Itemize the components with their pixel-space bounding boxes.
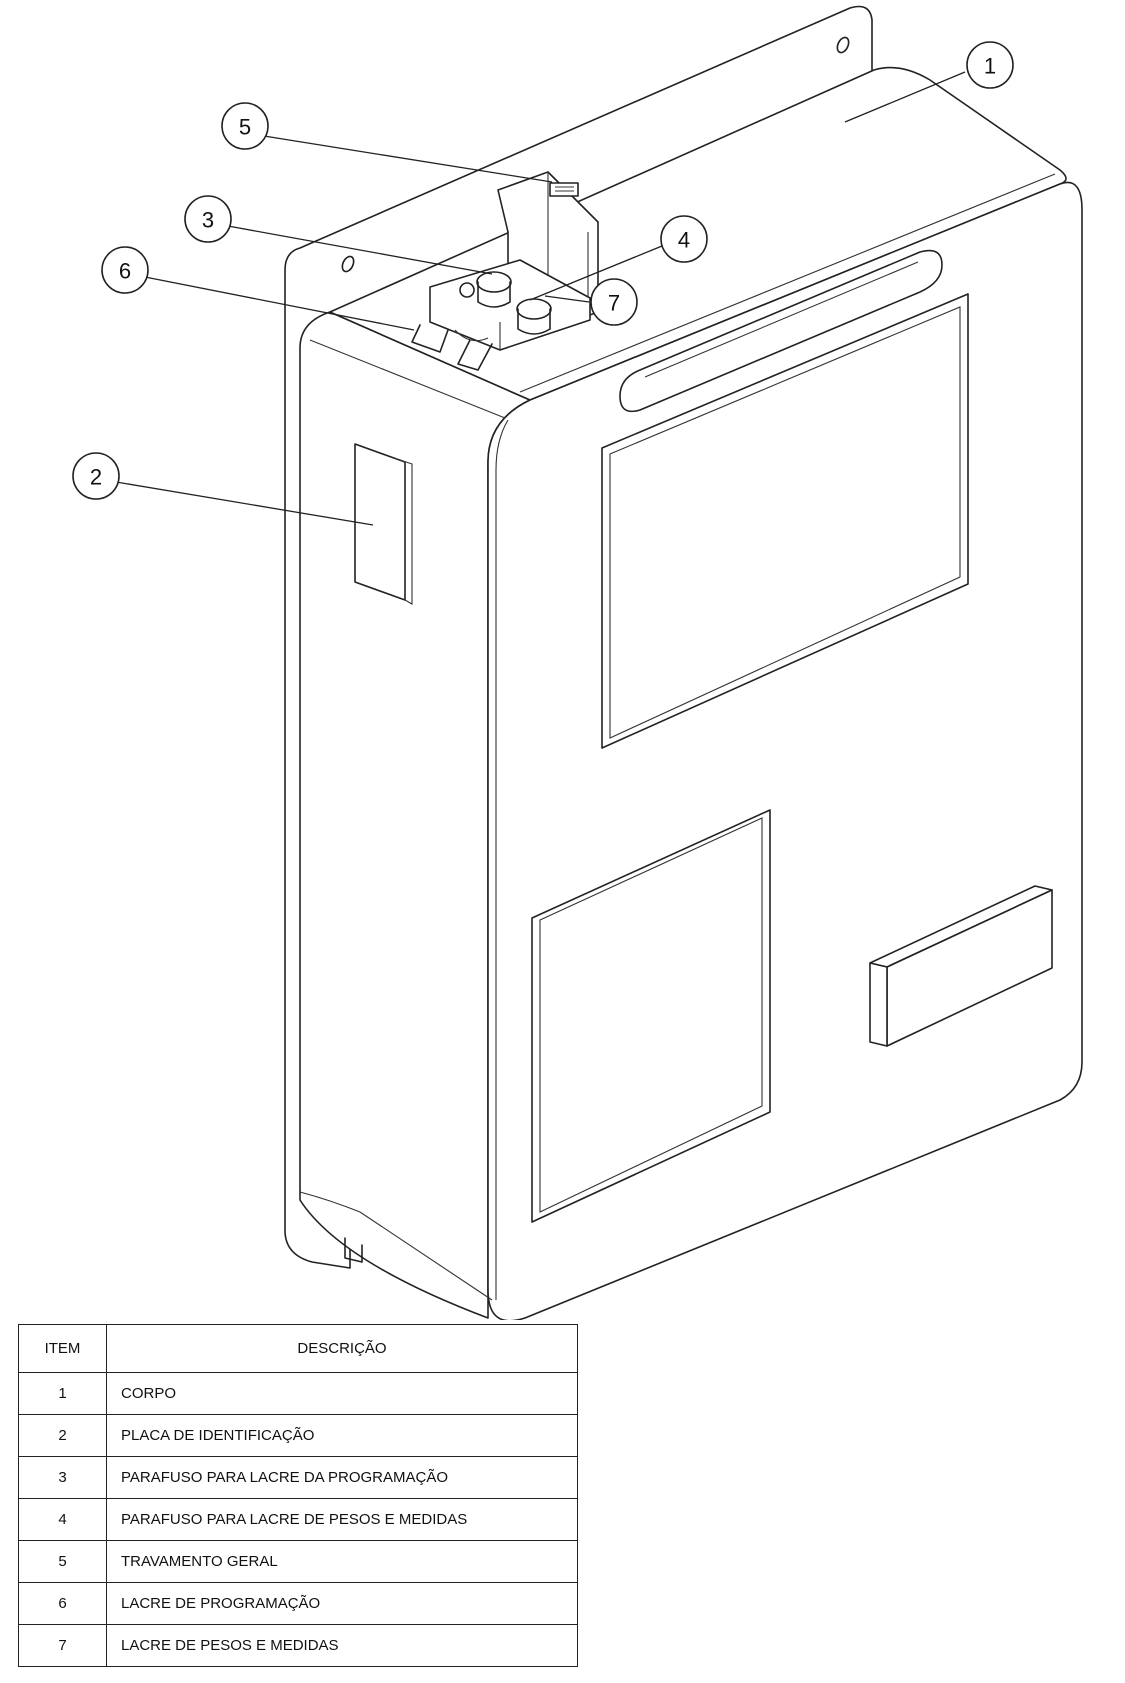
leader-7 bbox=[544, 295, 590, 303]
body-bottom-edge bbox=[299, 1191, 493, 1301]
screw-weights-measures-shank bbox=[517, 308, 551, 335]
svg-text:5: 5 bbox=[239, 115, 251, 140]
programming-seal-wire bbox=[411, 324, 449, 353]
leader-5 bbox=[263, 135, 553, 183]
column-header-description: DESCRIÇÃO bbox=[106, 1324, 578, 1373]
callout-3: 3 bbox=[184, 195, 232, 243]
front-pad-side bbox=[869, 962, 888, 1047]
mounting-plate bbox=[284, 5, 873, 1269]
table-row: 3 PARAFUSO PARA LACRE DA PROGRAMAÇÃO bbox=[18, 1456, 578, 1499]
body-bottom-foot bbox=[344, 1237, 363, 1263]
seal-plate-front bbox=[429, 287, 501, 350]
screw-programming-shank bbox=[477, 281, 511, 308]
svg-text:2: 2 bbox=[90, 465, 102, 490]
leader-1 bbox=[844, 71, 966, 123]
item-number: 4 bbox=[18, 1498, 107, 1541]
svg-text:6: 6 bbox=[119, 259, 131, 284]
callout-5: 5 bbox=[221, 102, 269, 150]
mounting-hole-left bbox=[341, 255, 355, 273]
identification-plate bbox=[354, 443, 406, 601]
leader-3 bbox=[227, 225, 493, 275]
mounting-hole-top bbox=[836, 36, 850, 54]
item-description: TRAVAMENTO GERAL bbox=[106, 1540, 578, 1583]
leader-6 bbox=[144, 276, 415, 331]
display-window-inner bbox=[609, 306, 961, 739]
callout-6: 6 bbox=[101, 246, 149, 294]
item-description: PARAFUSO PARA LACRE DA PROGRAMAÇÃO bbox=[106, 1456, 578, 1499]
leader-4 bbox=[529, 245, 663, 301]
callout-1: 1 bbox=[966, 41, 1014, 89]
svg-text:1: 1 bbox=[984, 54, 996, 79]
item-number: 1 bbox=[18, 1372, 107, 1415]
table-row: 6 LACRE DE PROGRAMAÇÃO bbox=[18, 1582, 578, 1625]
access-window bbox=[531, 809, 771, 1223]
front-slot bbox=[619, 249, 943, 413]
weights-measures-seal-wire bbox=[457, 339, 493, 371]
item-number: 3 bbox=[18, 1456, 107, 1499]
access-window-inner bbox=[539, 817, 763, 1213]
table-row: 1 CORPO bbox=[18, 1372, 578, 1415]
svg-text:4: 4 bbox=[678, 228, 690, 253]
callout-7: 7 bbox=[590, 278, 638, 326]
front-slot-inner bbox=[644, 261, 919, 378]
svg-text:3: 3 bbox=[202, 208, 214, 233]
enclosure-drawing: 1 2 3 4 5 6 7 bbox=[72, 5, 1083, 1320]
item-number: 7 bbox=[18, 1624, 107, 1667]
item-number: 5 bbox=[18, 1540, 107, 1583]
table-row: 4 PARAFUSO PARA LACRE DE PESOS E MEDIDAS bbox=[18, 1498, 578, 1541]
seal-ring-left bbox=[459, 282, 475, 298]
item-number: 2 bbox=[18, 1414, 107, 1457]
parts-table: ITEM DESCRIÇÃO 1 CORPO 2 PLACA DE IDENTI… bbox=[18, 1324, 578, 1667]
screw-programming-seal bbox=[476, 271, 512, 293]
table-row: 2 PLACA DE IDENTIFICAÇÃO bbox=[18, 1414, 578, 1457]
item-description: LACRE DE PESOS E MEDIDAS bbox=[106, 1624, 578, 1667]
lock-bracket-slot bbox=[555, 186, 574, 192]
item-description: CORPO bbox=[106, 1372, 578, 1415]
table-header-row: ITEM DESCRIÇÃO bbox=[18, 1324, 578, 1373]
column-header-item: ITEM bbox=[18, 1324, 107, 1373]
identification-plate-edge bbox=[393, 457, 413, 605]
item-description: LACRE DE PROGRAMAÇÃO bbox=[106, 1582, 578, 1625]
item-number: 6 bbox=[18, 1582, 107, 1625]
svg-text:7: 7 bbox=[608, 291, 620, 316]
body-edge-fillet-left bbox=[495, 419, 509, 1300]
table-row: 7 LACRE DE PESOS E MEDIDAS bbox=[18, 1624, 578, 1667]
callout-2: 2 bbox=[72, 452, 120, 500]
callout-4: 4 bbox=[660, 215, 708, 263]
display-window bbox=[601, 293, 969, 749]
screw-weights-measures-seal bbox=[516, 298, 552, 320]
item-description: PARAFUSO PARA LACRE DE PESOS E MEDIDAS bbox=[106, 1498, 578, 1541]
seal-wire-loop bbox=[454, 329, 489, 342]
body-edge-fillet-top bbox=[519, 173, 1056, 393]
table-row: 5 TRAVAMENTO GERAL bbox=[18, 1540, 578, 1583]
lock-bracket-flap bbox=[549, 182, 579, 197]
leader-2 bbox=[115, 481, 374, 526]
body-edge-fillet-side bbox=[309, 339, 506, 419]
item-description: PLACA DE IDENTIFICAÇÃO bbox=[106, 1414, 578, 1457]
